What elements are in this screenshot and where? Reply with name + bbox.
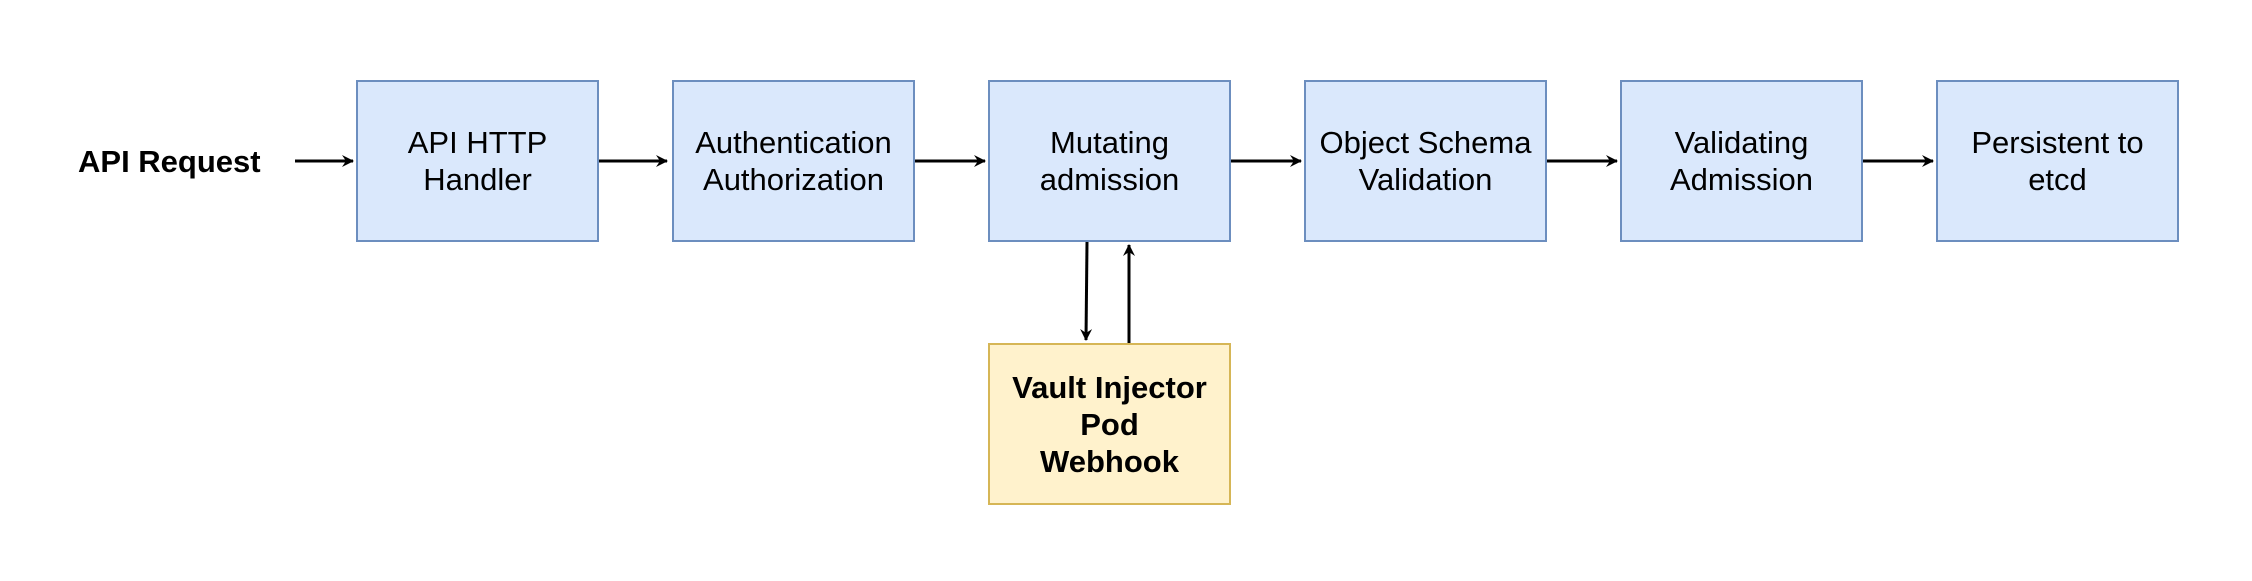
validating-admission-box: Validating Admission — [1620, 80, 1863, 242]
api-http-handler-label: API HTTP Handler — [407, 125, 548, 197]
authentication-authorization-label: Authentication Authorization — [695, 125, 892, 197]
vault-injector-webhook-label: Vault Injector Pod Webhook — [1012, 369, 1207, 479]
authentication-authorization-box: Authentication Authorization — [672, 80, 915, 242]
api-http-handler-box: API HTTP Handler — [356, 80, 599, 242]
edge-mutating-to-webhook — [1080, 241, 1093, 341]
persistent-to-etcd-box: Persistent to etcd — [1936, 80, 2179, 242]
validating-admission-label: Validating Admission — [1670, 125, 1813, 197]
persistent-to-etcd-label: Persistent to etcd — [1971, 125, 2144, 197]
api-request-label: API Request — [78, 144, 261, 179]
mutating-admission-label: Mutating admission — [1039, 125, 1180, 197]
mutating-admission-box: Mutating admission — [988, 80, 1231, 242]
object-schema-validation-box: Object Schema Validation — [1304, 80, 1547, 242]
object-schema-validation-label: Object Schema Validation — [1319, 125, 1532, 197]
vault-injector-webhook-box: Vault Injector Pod Webhook — [988, 343, 1231, 505]
